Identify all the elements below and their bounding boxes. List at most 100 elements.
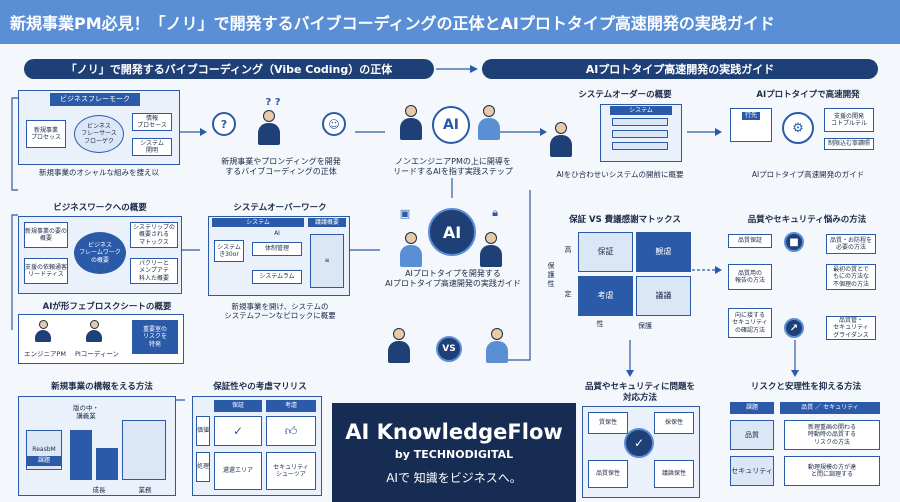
assurance-title: 保証性やの考虐マリリス xyxy=(213,382,307,392)
pm-vibe-caption: 新規事業やプロンディングを開発 するバイブコーディングの正体 xyxy=(221,157,341,176)
matrix-y-axis: 保護性 xyxy=(547,262,555,288)
system-order-system-label: システム xyxy=(610,106,672,115)
sys-overwork-title: システムオーバーワーク xyxy=(233,203,327,213)
quality-title: 品質やセキュリティ悩みの方法 xyxy=(747,215,867,225)
framework-chip-process: 新規事業 プロセッス xyxy=(26,120,66,148)
info-method-sub: 版の中・ 講義業 xyxy=(73,404,99,421)
brand-panel: AI KnowledgeFlow by TECHNODIGITAL AIで 知識… xyxy=(332,403,576,502)
developer-left-icon xyxy=(400,232,422,267)
question-marks-icon: ? ? xyxy=(265,96,281,108)
risk-note2: 動理規模の方が達 と問に調理する xyxy=(784,456,880,486)
brand-by: by TECHNODIGITAL xyxy=(394,447,514,461)
vs-left-person-icon xyxy=(388,328,410,363)
quality-note1: 品質・お防程を 必要の方法 xyxy=(826,234,876,254)
assurance-cap2: セキュリティ シューツア xyxy=(266,452,316,490)
issue-chip4: 議論保性 xyxy=(654,460,694,488)
info-method-x1: 成長 xyxy=(92,486,106,494)
section-left-header: 「ノリ」で開発するバイブコーディング（Vibe Coding）の正体 xyxy=(24,59,434,79)
check-icon: ✓ xyxy=(214,416,262,446)
lock-badge-icon: ■ xyxy=(784,232,804,252)
framework-title: ビジネスフレーモーク xyxy=(50,93,140,106)
assurance-head2: 考虐 xyxy=(266,400,316,412)
ai-develop-icon: AI xyxy=(428,208,476,256)
matrix-cell-assurance: 保証 xyxy=(578,232,633,272)
ai-develop-caption: AIプロトタイプを開発する AIプロトタイプ高速開発の実践ガイド xyxy=(385,269,521,288)
matrix-x-axis: 保護 xyxy=(638,322,652,330)
system-order-person-icon xyxy=(550,122,572,157)
info-bar-1 xyxy=(70,430,92,480)
lock-icon: 🔒︎ xyxy=(492,206,498,219)
chart-badge-icon: ↗ xyxy=(784,318,804,338)
matrix-cell-consideration: 観虐 xyxy=(636,232,691,272)
aiflow-title: AIが形フェブロスクシートの概要 xyxy=(42,302,172,312)
aiflow-step3: 重要室の リスクを 特発 xyxy=(132,320,178,354)
quality-chip2: 品質用の 報告の方法 xyxy=(728,264,772,290)
sys-overwork-row1: システム き30or xyxy=(214,240,244,262)
page-title: 新規事業PM必見！「ノリ」で開発するバイブコーディングの正体とAIプロトタイプ高… xyxy=(10,14,775,33)
issue-method-title: 品質やセキュリティに問題を 対応方法 xyxy=(585,382,695,403)
quality-note2: 最初の質とで もにの方法な 不個理の方法 xyxy=(826,264,876,290)
ai-proto-note2: 制限込む寧讀照 xyxy=(824,138,874,150)
ai-center-caption: ノンエンジニアPMの上に開導を リードするAIを指す実践ステップ xyxy=(393,157,513,176)
aiflow-engineer-icon xyxy=(35,320,51,342)
matrix-x-low: 性 xyxy=(596,320,604,328)
biz-work-chip1: 新規事業の要の 概要 xyxy=(24,222,68,248)
sys-overwork-caption: 新規事業を開け、システムの システムフーンなピロックに概要 xyxy=(224,302,336,321)
info-method-tag2: 課題 xyxy=(26,456,62,466)
risk-title: リスクと安理性を抑える方法 xyxy=(750,382,862,392)
biz-work-center: ビジネス フレームワーク の概要 xyxy=(74,232,126,274)
monitor-label: 行先 xyxy=(742,112,760,120)
sys-overwork-head2: 議議概要 xyxy=(308,218,346,227)
assurance-head1: 保証 xyxy=(214,400,262,412)
framework-chip-core: ビンネス フレーサース フローゲク xyxy=(74,115,124,153)
section-right-header: AIプロトタイプ高速開発の実践ガイド xyxy=(482,59,878,79)
framework-caption: 新規事業のオシャルな組みを捜え以 xyxy=(39,168,159,177)
sys-overwork-row3: システムラム xyxy=(252,270,302,284)
risk-note1: 新理重画の開わる 時動時の品質する リスクの方法 xyxy=(784,420,880,450)
person-right-icon xyxy=(478,105,500,140)
issue-chip1: 質保性 xyxy=(588,412,628,434)
info-stack xyxy=(122,420,166,480)
ai-proto-note1: 支援の開発 コトプルテル xyxy=(824,108,874,132)
quality-chip1: 品質保証 xyxy=(728,234,772,248)
biz-work-title: ビジネスワークへの概要 xyxy=(53,203,147,213)
ai-proto-title: AIプロトタイプで高速開発 xyxy=(756,90,860,100)
biz-work-chip2: 支援の依頼通客 リードティス xyxy=(24,258,68,284)
pm-person-icon xyxy=(258,110,280,145)
quality-note3: 品質管・ セキュリティ グライダンス xyxy=(826,316,876,340)
aiflow-step1: エンジニアPM xyxy=(23,350,67,358)
database-icon: ≡ xyxy=(310,234,344,288)
system-order-title: システムオーダーの概要 xyxy=(578,90,672,100)
biz-work-chip3: システリップの 概要される マトックス xyxy=(130,222,178,248)
shield-icon: ✓ xyxy=(624,428,654,458)
risk-head2: 品質 ／ セキュリティ xyxy=(780,402,880,414)
developer-right-icon xyxy=(480,232,502,267)
brand-name: AI KnowledgeFlow xyxy=(345,419,563,444)
framework-chip-system: システム 開明 xyxy=(132,138,172,156)
system-order-row2 xyxy=(612,130,668,138)
brain-icon: ⚙ xyxy=(782,112,814,144)
quality-chip3: 向に接する セキュリティ の確認方法 xyxy=(728,308,772,338)
image-icon: ▣ xyxy=(399,206,411,220)
sys-overwork-row2: 体制管理 xyxy=(252,242,302,256)
smile-icon: ☺ xyxy=(322,112,346,136)
brand-tagline: AIで 知識をビジネスへ。 xyxy=(386,470,522,485)
sys-overwork-head1: システム xyxy=(212,218,304,227)
matrix-cell-discussion: 議議 xyxy=(636,276,691,316)
vs-badge: VS xyxy=(436,336,462,362)
sys-overwork-ai: AI xyxy=(274,230,280,238)
issue-chip3: 品質保性 xyxy=(588,460,628,488)
thumbs-up-icon: 👍︎ xyxy=(266,416,316,446)
assurance-side1: 価値 xyxy=(196,416,210,446)
info-method-title: 新規事業の構報をえる方法 xyxy=(51,382,153,392)
question-icon: ? xyxy=(212,112,236,136)
matrix-cell-thought: 考虐 xyxy=(578,276,633,316)
risk-row1: 品質 xyxy=(730,420,774,450)
framework-chip-info: 情報 プロセース xyxy=(132,113,172,131)
monitor-icon xyxy=(730,108,772,142)
info-method-x2: 業務 xyxy=(138,486,152,494)
vs-right-person-icon xyxy=(486,328,508,363)
aiflow-step2: PIコーディーン xyxy=(74,350,120,358)
matrix-y-high: 高 xyxy=(564,246,572,254)
